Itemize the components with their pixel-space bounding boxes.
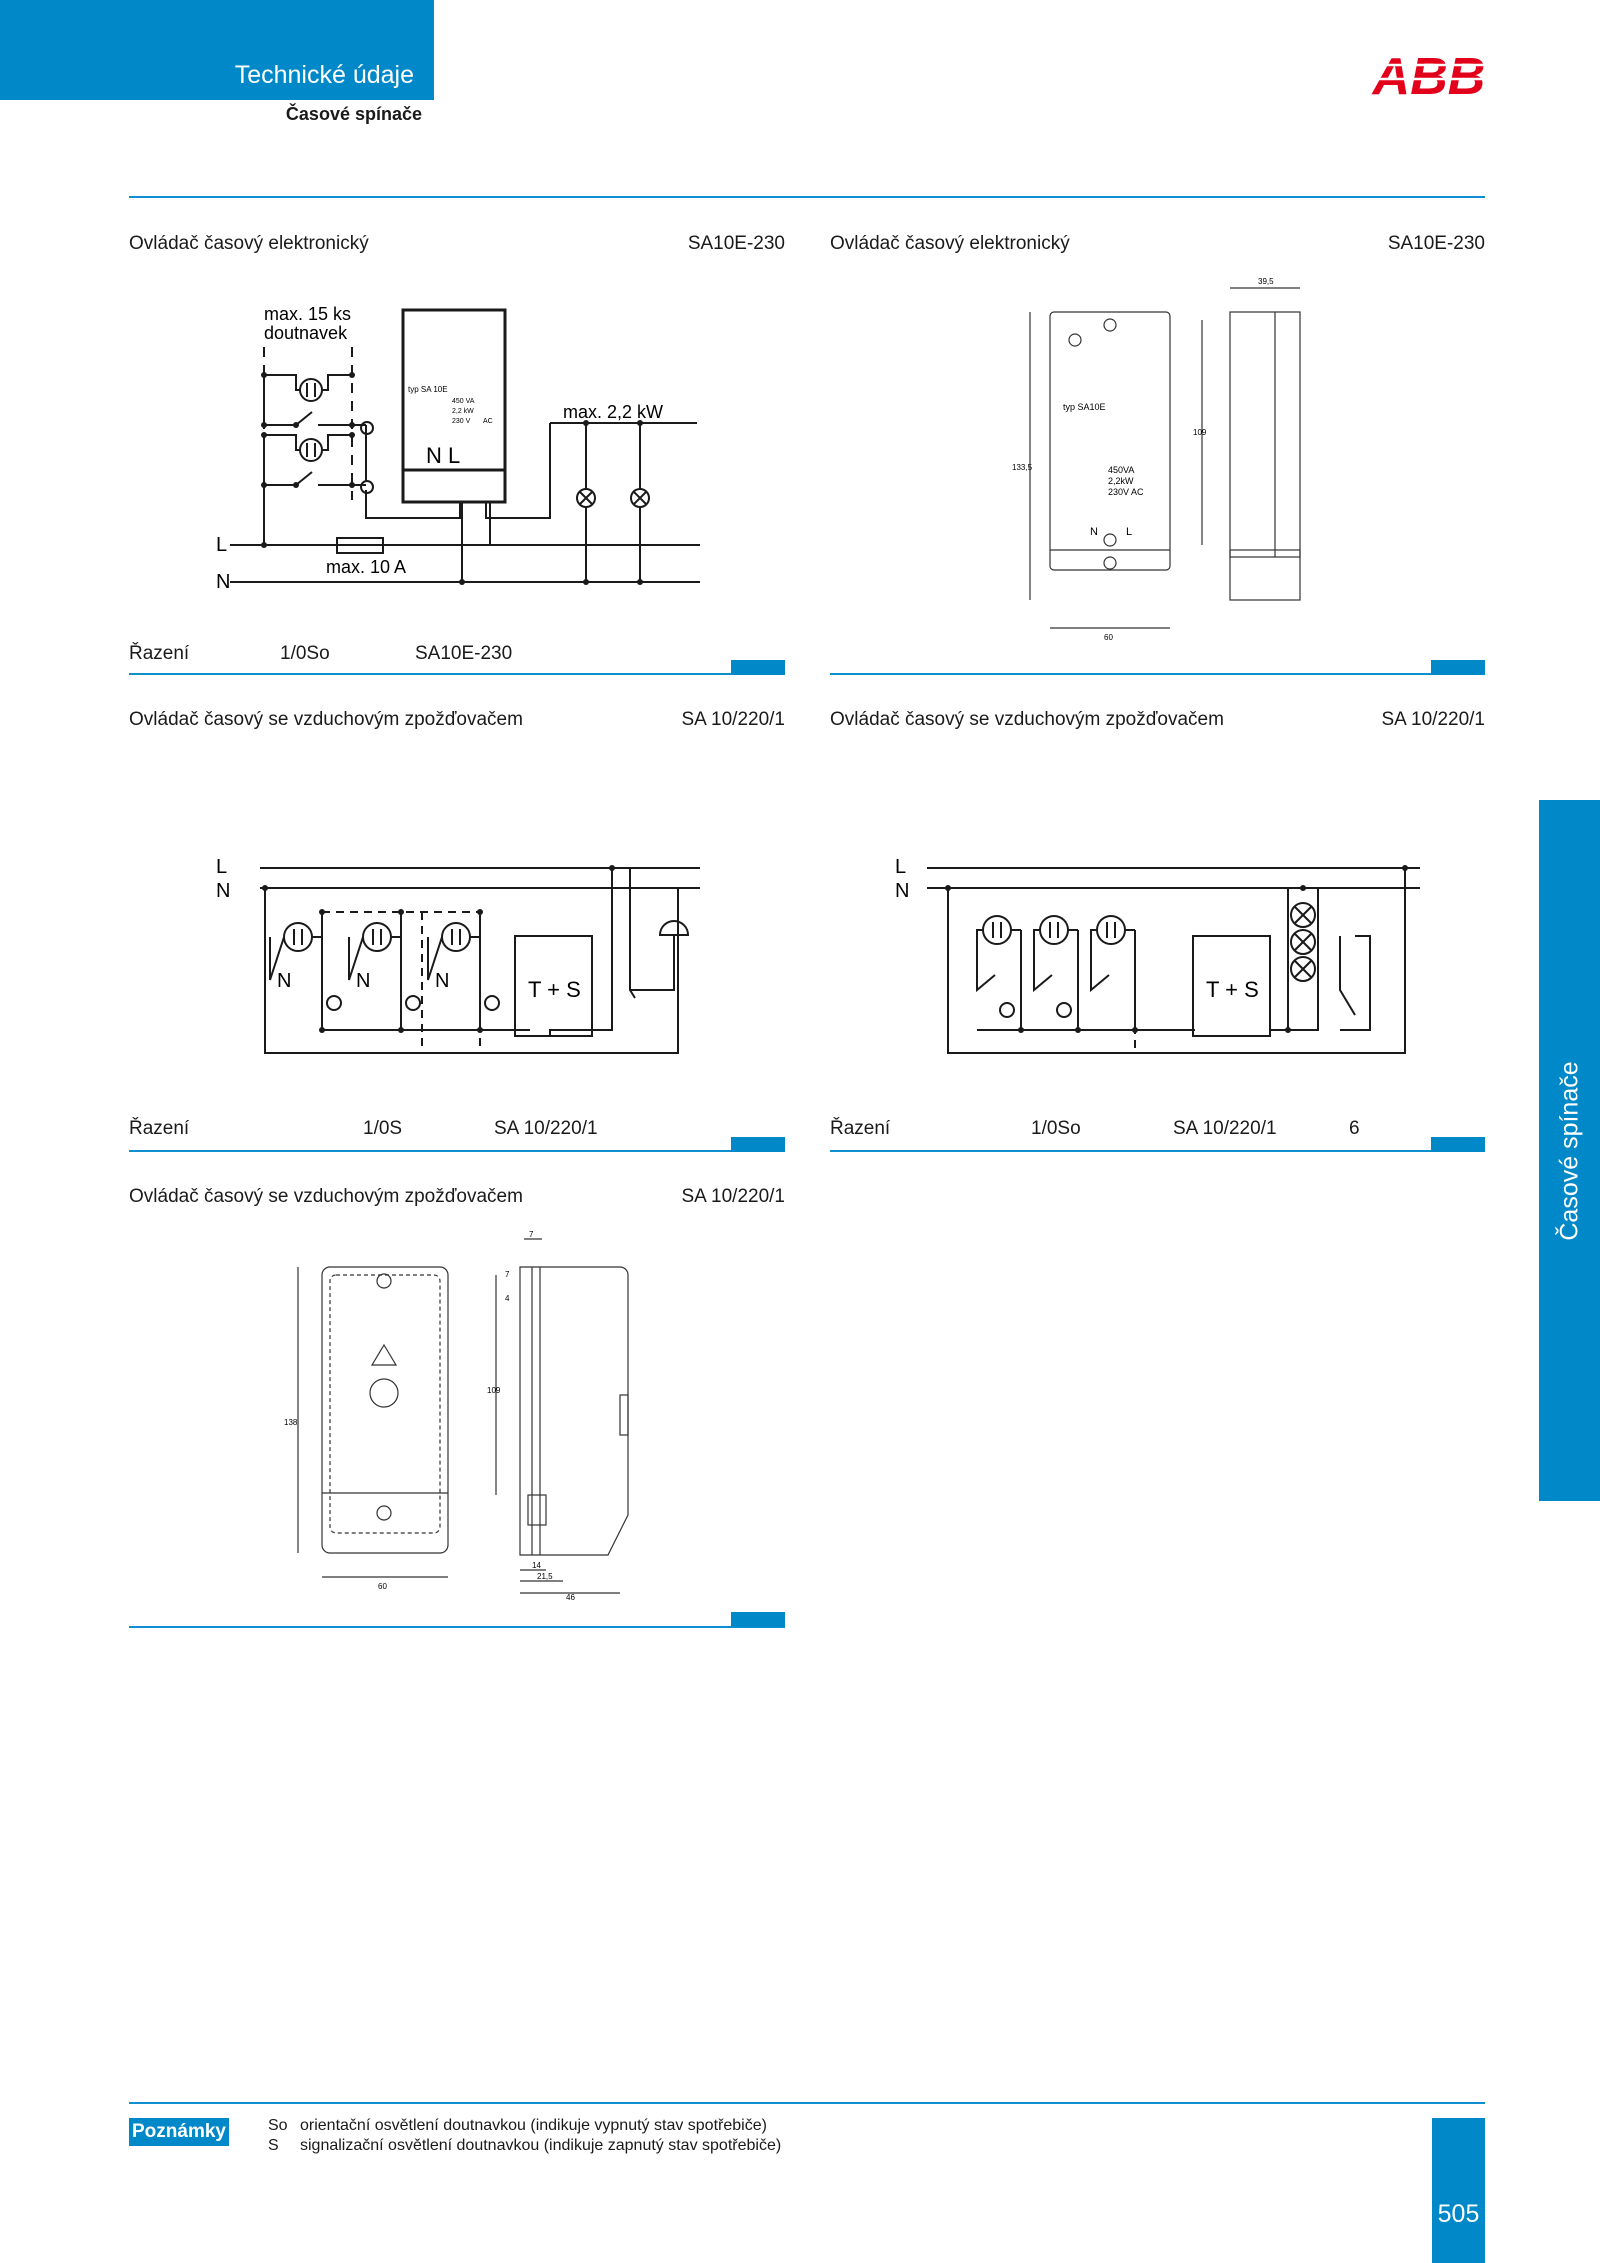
fuse-label: max. 10 A [326, 557, 406, 577]
dim-top: 7 [529, 1230, 534, 1239]
page-number-box [1432, 2118, 1485, 2263]
rating-va: 450 VA [452, 398, 475, 405]
wiring-mode-1: 1/0So [280, 643, 330, 664]
section-code-3: SA 10/220/1 [681, 709, 785, 730]
dim-height: 133,5 [1012, 463, 1033, 472]
abb-logo-text: ABB [1371, 48, 1486, 106]
pushbutton-n-2: N [356, 970, 370, 992]
section-title: Technické údaje [234, 61, 414, 89]
dim-b1: 14 [532, 1561, 541, 1570]
rating-kw: 2,2 kW [452, 408, 474, 415]
accent-bar [731, 660, 785, 675]
subsection-title: Časové spínače [285, 104, 422, 124]
neutral-label: N [216, 571, 230, 593]
pushbutton-n-1: N [277, 970, 291, 992]
dim-side-b: 4 [505, 1294, 510, 1303]
note-text: orientační osvětlení doutnavkou (indikuj… [300, 2117, 767, 2134]
note-text: signalizační osvětlení doutnavkou (indik… [300, 2137, 782, 2154]
rating-ac: AC [483, 418, 493, 425]
top-rule [129, 196, 1485, 198]
footer-rule [129, 2102, 1485, 2104]
wiring-number-3: 6 [1349, 1118, 1360, 1139]
rating-v-2: 230V AC [1108, 487, 1144, 497]
timer-label-2: T + S [1206, 977, 1259, 1002]
timer-label: T + S [528, 977, 581, 1002]
section-title-2: Ovládač časový elektronický [830, 233, 1070, 254]
wiring-diagram-sa10-1: L N N N N T + S [216, 856, 700, 1054]
side-tab-label: Časové spínače [1555, 1060, 1583, 1241]
wiring-code-2: SA 10/220/1 [494, 1118, 598, 1139]
line-label: L [216, 534, 227, 556]
wiring-label-1: Řazení [129, 643, 190, 664]
side-tab: Časové spínače [1539, 800, 1600, 1501]
accent-bar [731, 1137, 785, 1152]
wiring-label-3: Řazení [830, 1118, 891, 1139]
section-title-4: Ovládač časový se vzduchovým zpožďovačem [830, 709, 1224, 730]
rule [830, 673, 1485, 675]
wiring-mode-2: 1/0S [363, 1118, 403, 1139]
section-title-3: Ovládač časový se vzduchovým zpožďovačem [129, 709, 523, 730]
dim-height-2: 138 [284, 1418, 298, 1427]
page-number: 505 [1437, 2200, 1480, 2228]
dim-width-2: 60 [378, 1582, 387, 1591]
neutral-label-2: N [216, 880, 230, 902]
neutral-label-3: N [895, 880, 909, 902]
device-type-label-2: typ SA10E [1063, 402, 1106, 412]
dim-depth: 39,5 [1258, 277, 1274, 286]
rating-kw-2: 2,2kW [1108, 476, 1134, 486]
terminal-l: L [1126, 526, 1132, 538]
rating-v: 230 V [452, 418, 471, 425]
notes-label: Poznámky [129, 2118, 229, 2146]
abb-logo: ABB [1371, 48, 1486, 106]
dimension-drawing-sa10: 7 7 4 109 138 60 14 21,5 46 [284, 1230, 629, 1602]
section-code-4: SA 10/220/1 [1381, 709, 1485, 730]
section-title-5: Ovládač časový se vzduchovým zpožďovačem [129, 1186, 523, 1207]
wiring-code-1: SA10E-230 [415, 643, 513, 664]
rule [129, 673, 785, 675]
wiring-diagram-sa10-2: L N T + S [895, 856, 1420, 1054]
dim-width: 60 [1104, 633, 1113, 642]
rating-va-2: 450VA [1108, 465, 1134, 475]
header-banner: Technické údaje [0, 0, 434, 100]
accent-bar [1431, 660, 1485, 675]
section-code-1: SA10E-230 [687, 233, 785, 254]
dimension-drawing-sa10e: typ SA10E 450VA 2,2kW 230V AC N L 133,5 … [1012, 277, 1301, 642]
wiring-label-2: Řazení [129, 1118, 190, 1139]
terminal-n: N [1090, 526, 1098, 538]
dim-inner: 109 [1193, 428, 1207, 437]
accent-bar [1431, 1137, 1485, 1152]
note-key: So [268, 2117, 288, 2134]
wiring-mode-3: 1/0So [1031, 1118, 1081, 1139]
dim-side-a: 7 [505, 1270, 510, 1279]
rule [129, 1150, 785, 1152]
note-key: S [268, 2137, 279, 2154]
accent-bar [731, 1612, 785, 1627]
line-label-2: L [216, 856, 227, 878]
rule [129, 1626, 785, 1628]
device-type-label: typ SA 10E [408, 385, 448, 394]
dim-inner-2: 109 [487, 1386, 501, 1395]
section-title-1: Ovládač časový elektronický [129, 233, 369, 254]
section-code-2: SA10E-230 [1387, 233, 1485, 254]
dim-b3: 46 [566, 1593, 575, 1602]
pushbutton-n-3: N [435, 970, 449, 992]
line-label-3: L [895, 856, 906, 878]
section-code-5: SA 10/220/1 [681, 1186, 785, 1207]
wiring-code-3: SA 10/220/1 [1173, 1118, 1277, 1139]
terminal-labels: N L [426, 443, 460, 468]
rule [830, 1150, 1485, 1152]
max-load-label: max. 2,2 kW [563, 402, 663, 422]
dim-b2: 21,5 [537, 1572, 553, 1581]
